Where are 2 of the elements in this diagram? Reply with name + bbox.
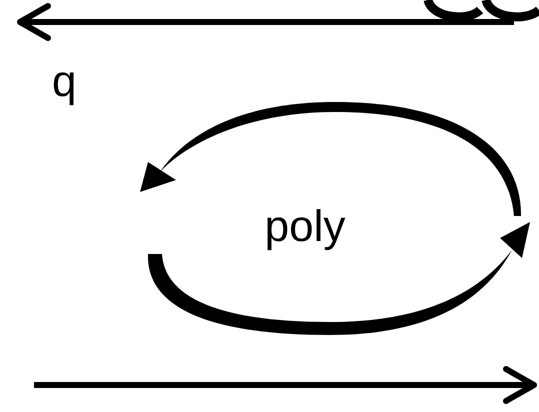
text-label: q [52,60,76,104]
text-label: poly [264,205,346,249]
